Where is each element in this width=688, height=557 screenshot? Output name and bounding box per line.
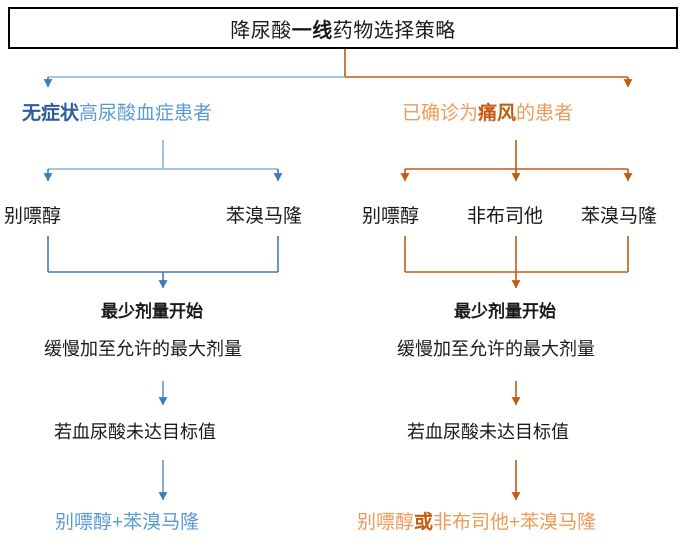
right-drug-febuxostat: 非布司他 — [467, 206, 544, 227]
right-result-suffix: 非布司他+苯溴马隆 — [433, 512, 597, 533]
title-box: 降尿酸一线药物选择策略 — [8, 7, 678, 49]
right-stage-titrate-max-dose: 缓慢加至允许的最大剂量 — [397, 339, 595, 359]
left-result-prefix: 别嘌醇+苯溴马隆 — [55, 512, 200, 533]
left-condition-not-at-target: 若血尿酸未达目标值 — [54, 422, 216, 442]
right-branch-merge-connector — [404, 236, 629, 289]
right-branch-heading-prefix: 已确诊为 — [402, 103, 479, 124]
right-stage-minimum-dose: 最少剂量开始 — [454, 302, 556, 321]
left-stage-minimum-dose: 最少剂量开始 — [101, 302, 203, 321]
right-result-emphasis: 或 — [414, 512, 434, 533]
left-branch-merge-connector — [47, 236, 279, 289]
left-stage-titrate-max-dose: 缓慢加至允许的最大剂量 — [44, 339, 242, 359]
right-result-combination: 别嘌醇或非布司他+苯溴马隆 — [357, 512, 597, 534]
left-branch-heading: 无症状高尿酸血症患者 — [22, 103, 213, 125]
right-result-prefix: 别嘌醇 — [357, 512, 415, 533]
left-drug-allopurinol: 别嘌醇 — [4, 206, 62, 227]
title-prefix: 降尿酸 — [230, 19, 292, 42]
left-drug-benzbromarone: 苯溴马隆 — [226, 206, 303, 227]
title-suffix: 药物选择策略 — [332, 19, 456, 42]
left-result-combination: 别嘌醇+苯溴马隆 — [55, 512, 200, 534]
title-emphasis: 一线 — [291, 19, 333, 42]
right-branch-heading-emphasis: 痛风 — [478, 103, 517, 124]
right-branch-split-connector — [400, 140, 633, 182]
right-branch-heading-suffix: 的患者 — [516, 103, 574, 124]
right-branch-heading: 已确诊为痛风的患者 — [402, 103, 574, 125]
left-branch-heading-emphasis: 无症状 — [22, 103, 80, 124]
left-branch-split-connector — [43, 140, 283, 182]
top-split-connector — [43, 49, 633, 88]
page-title: 降尿酸一线药物选择策略 — [230, 14, 456, 43]
left-branch-heading-suffix: 高尿酸血症患者 — [79, 103, 213, 124]
right-drug-allopurinol: 别嘌醇 — [362, 206, 420, 227]
right-condition-not-at-target: 若血尿酸未达目标值 — [407, 422, 569, 442]
right-drug-benzbromarone: 苯溴马隆 — [581, 206, 658, 227]
